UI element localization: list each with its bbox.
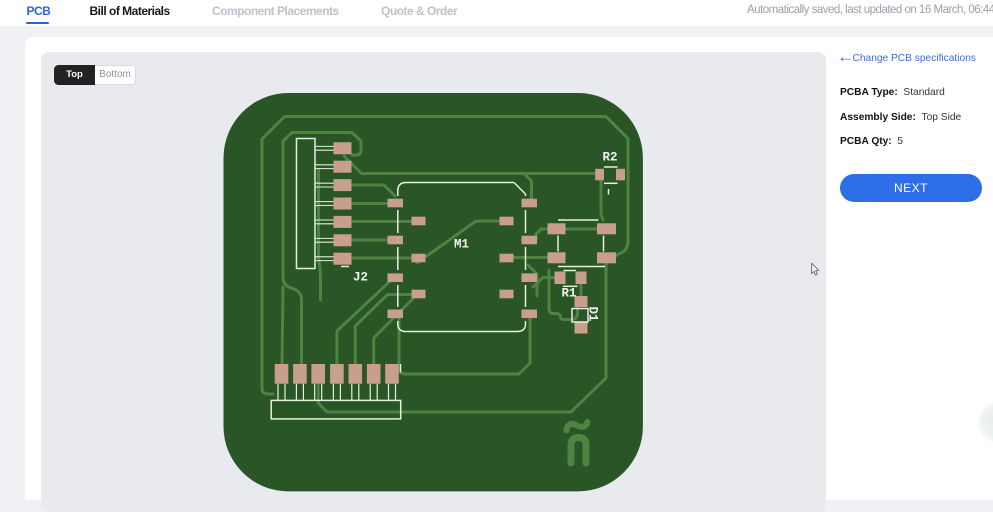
svg-text:R2: R2 <box>603 151 618 165</box>
svg-text:D1: D1 <box>586 307 600 322</box>
svg-text:R1: R1 <box>562 287 577 301</box>
svg-text:J2: J2 <box>353 271 368 285</box>
svg-text:M1: M1 <box>454 238 469 252</box>
